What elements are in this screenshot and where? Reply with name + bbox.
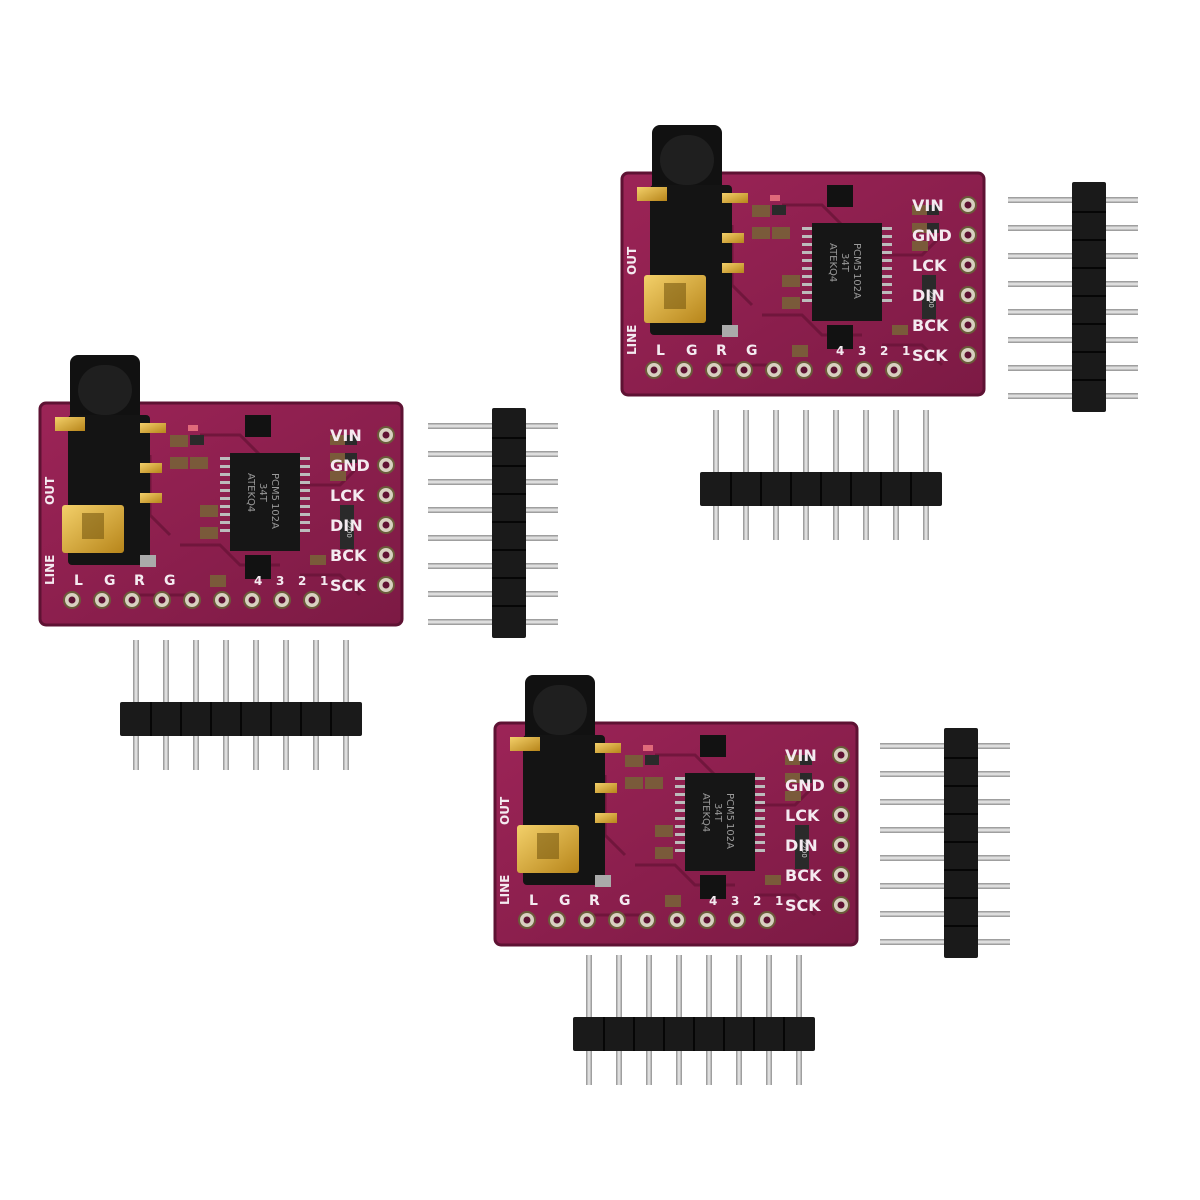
pin-label-din: DIN xyxy=(912,286,945,305)
chip-text-4: ATEKQ4 xyxy=(700,793,711,832)
pin-label-din: DIN xyxy=(330,516,363,535)
side-label-line: LINE xyxy=(498,875,512,905)
pin-label-vin: VIN xyxy=(912,196,944,215)
bottom-label-g2: G xyxy=(619,893,631,909)
header-top-right-horizontal xyxy=(1007,181,1139,413)
chip-text-2: 102A xyxy=(724,823,735,849)
pin-label-lck: LCK xyxy=(785,806,820,825)
chip-text-4: ATEKQ4 xyxy=(245,473,256,512)
side-label-out: OUT xyxy=(625,246,639,275)
pin-label-sck: SCK xyxy=(330,576,366,595)
pin-label-gnd: GND xyxy=(330,456,370,475)
chip-marking: PCM5 102A 34T ATEKQ4 xyxy=(827,243,862,299)
chip-text-1: PCM5 xyxy=(724,793,735,821)
side-label-line: LINE xyxy=(625,325,639,355)
chip-text-4: ATEKQ4 xyxy=(827,243,838,282)
bottom-label-4: 4 xyxy=(836,344,844,358)
pin-label-sck: SCK xyxy=(785,896,821,915)
bottom-label-r: R xyxy=(134,573,145,589)
bottom-label-g2: G xyxy=(746,343,758,359)
chip-marking: PCM5 102A 34T ATEKQ4 xyxy=(700,793,735,849)
bottom-label-4: 4 xyxy=(709,894,717,908)
bottom-label-3: 3 xyxy=(858,344,866,358)
bottom-label-g2: G xyxy=(164,573,176,589)
side-label-out: OUT xyxy=(43,476,57,505)
resistor-marking: 2200 xyxy=(800,840,808,858)
pin-label-sck: SCK xyxy=(912,346,948,365)
chip-text-1: PCM5 xyxy=(851,243,862,271)
chip-text-1: PCM5 xyxy=(269,473,280,501)
chip-text-2: 102A xyxy=(851,273,862,299)
resistor-marking: 2200 xyxy=(345,520,353,538)
bottom-label-2: 2 xyxy=(880,344,888,358)
pin-label-lck: LCK xyxy=(330,486,365,505)
side-label-out: OUT xyxy=(498,796,512,825)
header-top-right-vertical xyxy=(699,409,943,541)
bottom-label-l: L xyxy=(656,343,665,359)
bottom-label-g1: G xyxy=(104,573,116,589)
bottom-label-l: L xyxy=(74,573,83,589)
pin-label-gnd: GND xyxy=(785,776,825,795)
pin-label-vin: VIN xyxy=(330,426,362,445)
header-bottom-horizontal xyxy=(879,727,1011,959)
pin-label-gnd: GND xyxy=(912,226,952,245)
module-bottom: VIN GND LCK DIN BCK SCK OUT LINE L G R G… xyxy=(493,673,859,947)
bottom-label-g1: G xyxy=(559,893,571,909)
header-left-vertical xyxy=(119,639,363,771)
pin-label-din: DIN xyxy=(785,836,818,855)
bottom-label-g1: G xyxy=(686,343,698,359)
module-top-right: VIN GND LCK DIN BCK SCK OUT LINE L G R G… xyxy=(620,123,986,397)
header-bottom-vertical xyxy=(572,954,816,1086)
resistor-marking: 2200 xyxy=(927,290,935,308)
side-label-line: LINE xyxy=(43,555,57,585)
bottom-label-1: 1 xyxy=(902,344,910,358)
chip-marking: PCM5 102A 34T ATEKQ4 xyxy=(245,473,280,529)
bottom-label-r: R xyxy=(716,343,727,359)
bottom-label-1: 1 xyxy=(775,894,783,908)
bottom-label-l: L xyxy=(529,893,538,909)
header-left-horizontal xyxy=(427,407,559,639)
pin-label-lck: LCK xyxy=(912,256,947,275)
pin-label-bck: BCK xyxy=(912,316,949,335)
chip-text-3: 34T xyxy=(257,483,268,503)
pin-label-vin: VIN xyxy=(785,746,817,765)
bottom-label-3: 3 xyxy=(276,574,284,588)
bottom-label-2: 2 xyxy=(753,894,761,908)
bottom-label-4: 4 xyxy=(254,574,262,588)
pin-label-bck: BCK xyxy=(785,866,822,885)
bottom-label-2: 2 xyxy=(298,574,306,588)
bottom-label-r: R xyxy=(589,893,600,909)
module-left: VIN GND LCK DIN BCK SCK OUT LINE L G R G… xyxy=(38,353,404,627)
chip-text-3: 34T xyxy=(712,803,723,823)
bottom-label-3: 3 xyxy=(731,894,739,908)
pin-label-bck: BCK xyxy=(330,546,367,565)
bottom-label-1: 1 xyxy=(320,574,328,588)
chip-text-2: 102A xyxy=(269,503,280,529)
chip-text-3: 34T xyxy=(839,253,850,273)
